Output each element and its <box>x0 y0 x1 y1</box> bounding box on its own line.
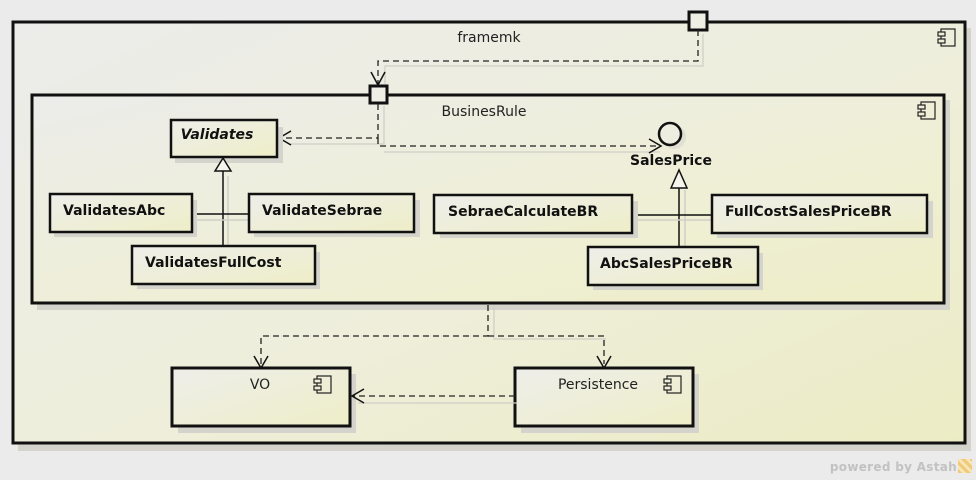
framemk-port[interactable] <box>687 10 709 32</box>
class-name-abc-sales-price-br: AbcSalesPriceBR <box>600 256 733 272</box>
class-validate-sebrae[interactable]: ValidateSebrae <box>247 192 420 237</box>
powered-by-astah: powered by Astah <box>830 459 972 474</box>
component-icon <box>937 28 956 47</box>
generalization-to-validates <box>193 156 255 246</box>
class-validates[interactable]: Validates <box>169 118 283 163</box>
class-abc-sales-price-br[interactable]: AbcSalesPriceBR <box>586 245 763 290</box>
component-icon <box>663 375 682 394</box>
component-name-business-rule: BusinesRule <box>442 104 527 120</box>
dependency-port-to-salesprice <box>377 138 663 154</box>
interface-name-sales-price: SalesPrice <box>630 153 712 169</box>
class-name-validates: Validates <box>181 127 254 143</box>
class-sebrae-calculate-br[interactable]: SebraeCalculateBR <box>432 193 638 238</box>
class-name-validate-sebrae: ValidateSebrae <box>262 203 382 219</box>
component-name-persistence: Persistence <box>558 377 638 393</box>
class-name-full-cost-sales-price-br: FullCostSalesPriceBR <box>725 204 892 220</box>
class-name-sebrae-calculate-br: SebraeCalculateBR <box>448 204 598 220</box>
component-name-vo: VO <box>250 377 270 393</box>
component-icon <box>917 101 936 120</box>
component-vo[interactable]: VO <box>170 366 356 433</box>
realization-to-salesprice <box>632 168 712 248</box>
business-rule-port[interactable] <box>368 84 389 105</box>
dependency-persistence-to-vo <box>350 388 517 404</box>
class-full-cost-sales-price-br[interactable]: FullCostSalesPriceBR <box>710 193 933 238</box>
interface-sales-price[interactable]: SalesPrice <box>630 121 712 169</box>
powered-by-text: powered by Astah <box>829 460 957 474</box>
astah-logo-icon <box>958 459 972 473</box>
component-name-framemk: framemk <box>457 30 521 46</box>
class-validates-full-cost[interactable]: ValidatesFullCost <box>130 244 320 289</box>
class-name-validates-abc: ValidatesAbc <box>63 203 165 219</box>
component-icon <box>313 375 332 394</box>
component-persistence[interactable]: Persistence <box>513 366 699 433</box>
class-name-validates-full-cost: ValidatesFullCost <box>145 255 282 271</box>
class-validates-abc[interactable]: ValidatesAbc <box>48 192 197 237</box>
